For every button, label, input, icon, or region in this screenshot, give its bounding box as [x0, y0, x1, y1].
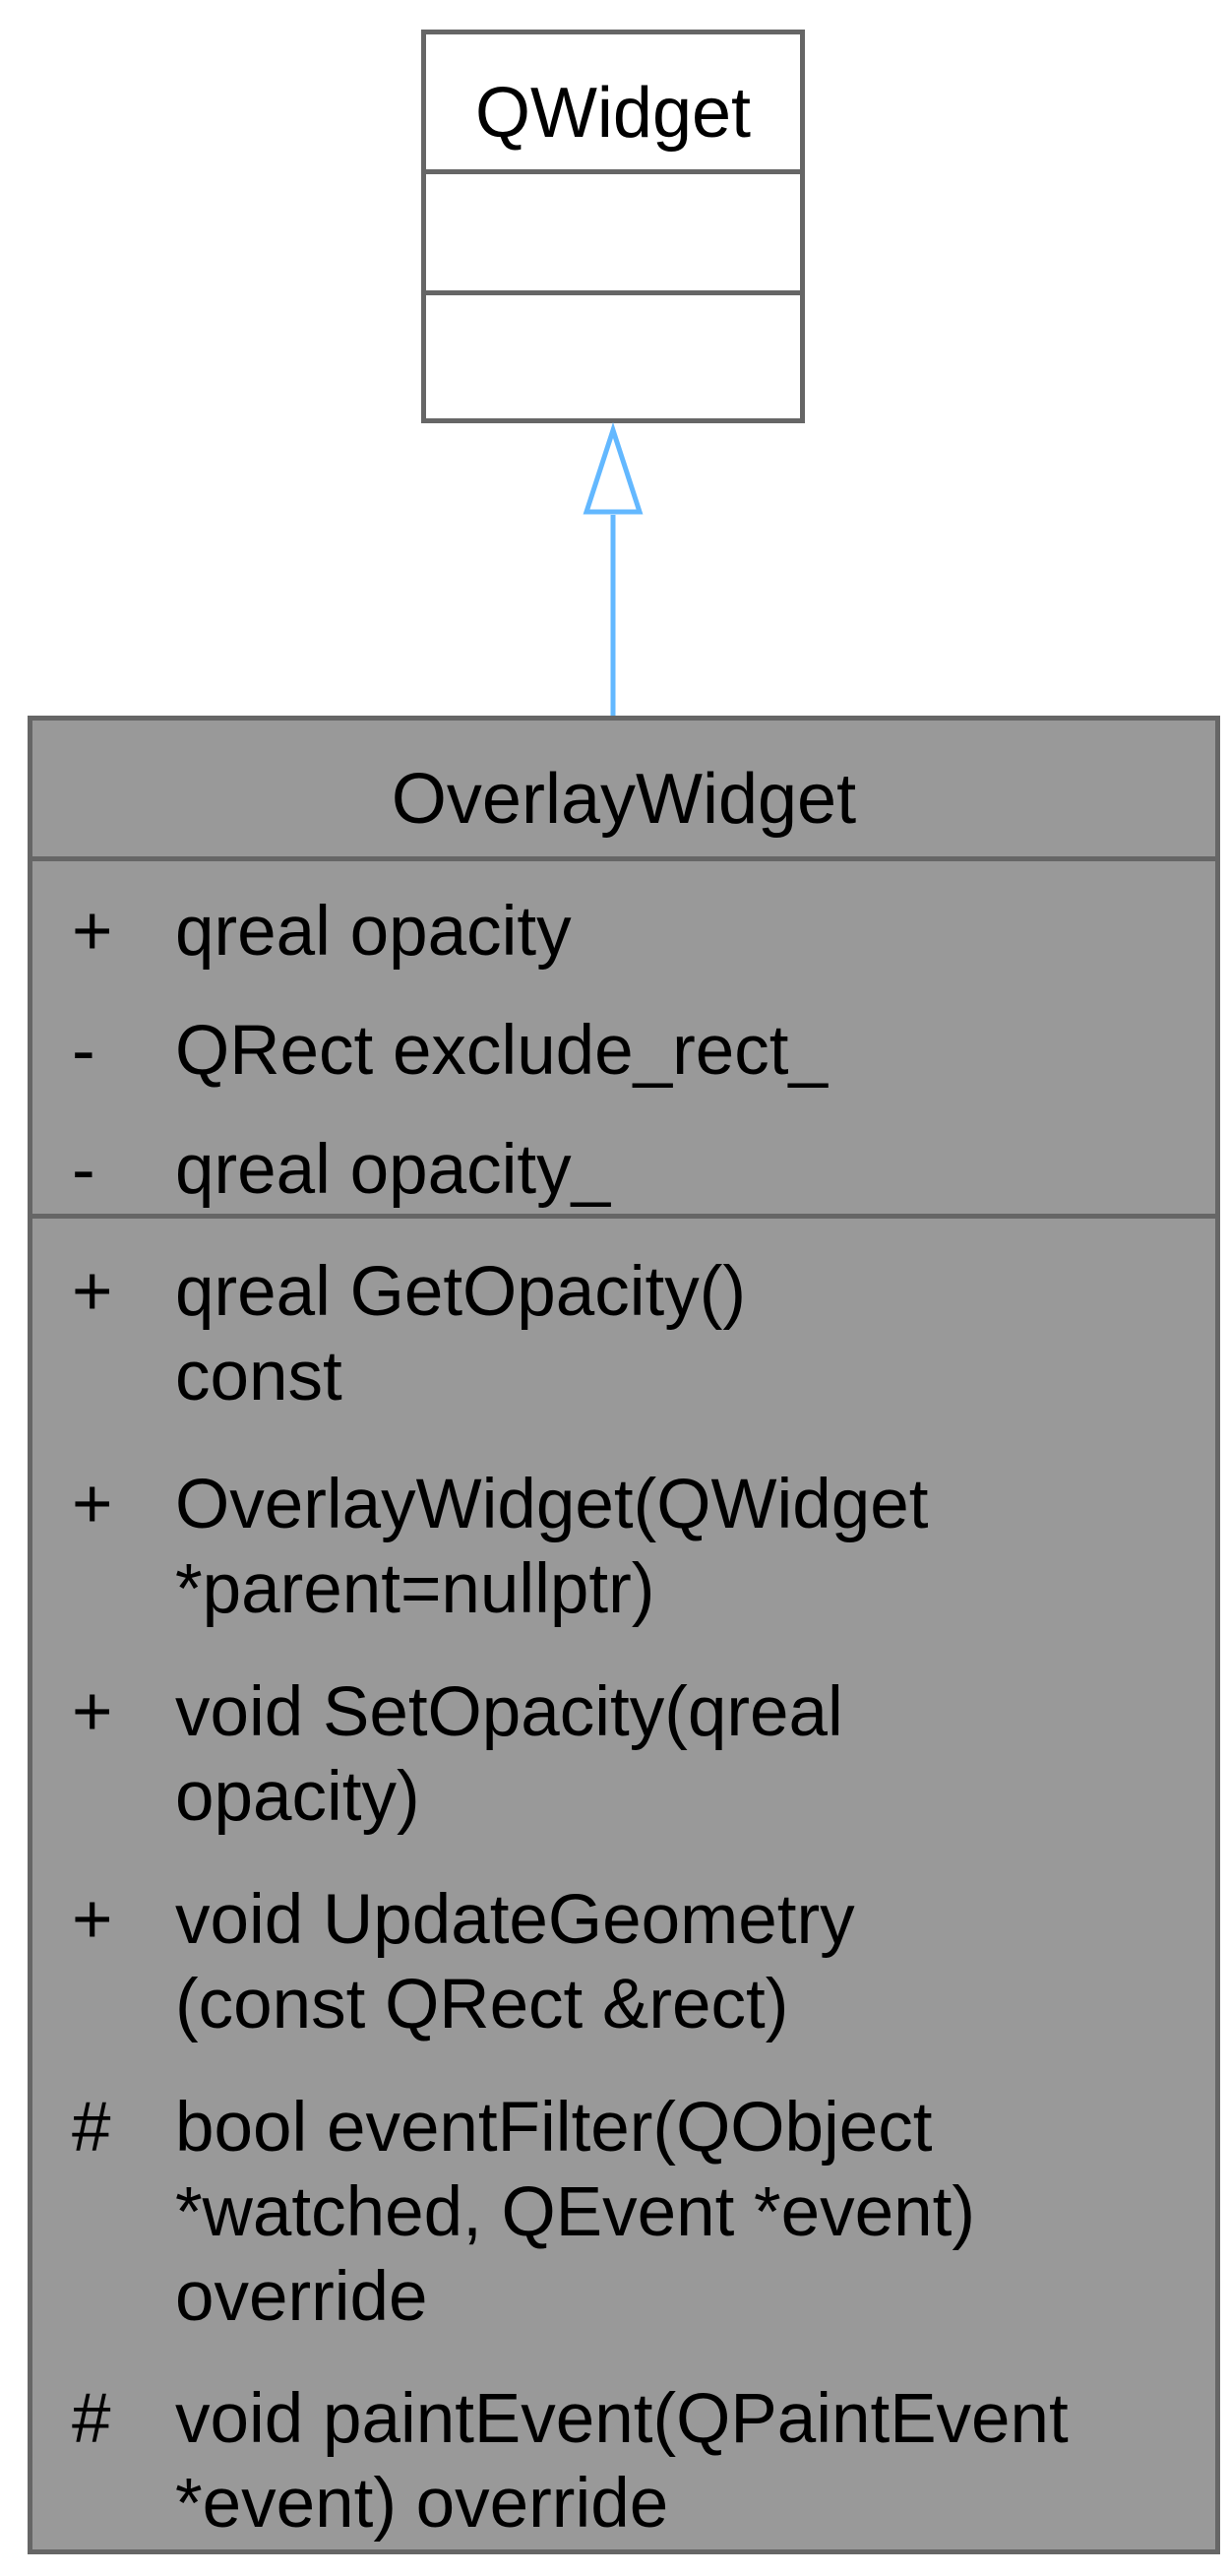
class-box-overlaywidget[interactable]: OverlayWidget + qreal opacity - QRect ex… [28, 716, 1220, 2554]
method-line: (const QRect &rect) [175, 1966, 789, 2043]
attribute-text: qreal opacity_ [175, 1131, 611, 1209]
method-line: const [175, 1338, 342, 1415]
method-line: *parent=nullptr) [175, 1550, 655, 1628]
method-text: bool eventFilter(QObject *watched, QEven… [175, 2086, 1228, 2340]
method-line: OverlayWidget(QWidget [175, 1466, 929, 1543]
visibility-private: - [72, 1012, 95, 1090]
attribute-exclude-rect: - QRect exclude_rect_ [32, 1009, 1215, 1128]
class-attributes-section: + qreal opacity - QRect exclude_rect_ - … [32, 856, 1215, 1214]
visibility-protected: # [72, 2089, 111, 2167]
attribute-text: QRect exclude_rect_ [175, 1012, 828, 1090]
visibility-private: - [72, 1131, 95, 1209]
method-text: void SetOpacity(qreal opacity) [175, 1670, 1228, 1840]
method-text: qreal GetOpacity() const [175, 1250, 1228, 1419]
method-line: qreal GetOpacity() [175, 1253, 747, 1331]
method-event-filter: # bool eventFilter(QObject *watched, QEv… [32, 2086, 1215, 2377]
method-text: OverlayWidget(QWidget *parent=nullptr) [175, 1463, 1228, 1632]
method-update-geometry: + void UpdateGeometry (const QRect &rect… [32, 1878, 1215, 2086]
visibility-public: + [72, 893, 113, 971]
method-list: + qreal GetOpacity() const + OverlayWidg… [32, 1219, 1215, 2546]
method-line: *watched, QEvent *event) [175, 2173, 975, 2251]
class-name-overlaywidget: OverlayWidget [391, 760, 857, 839]
visibility-public: + [72, 1881, 113, 1959]
class-attributes-section [426, 169, 800, 290]
method-set-opacity: + void SetOpacity(qreal opacity) [32, 1670, 1215, 1878]
class-methods-section [426, 290, 800, 418]
attribute-opacity: + qreal opacity [32, 890, 1215, 1009]
method-constructor: + OverlayWidget(QWidget *parent=nullptr) [32, 1463, 1215, 1670]
method-line: *event) override [175, 2465, 669, 2543]
class-box-qwidget[interactable]: QWidget [421, 30, 805, 423]
attribute-text: qreal opacity [175, 893, 572, 971]
method-line: opacity) [175, 1758, 420, 1836]
visibility-public: + [72, 1253, 113, 1331]
class-methods-section: + qreal GetOpacity() const + OverlayWidg… [32, 1214, 1215, 2549]
method-line: void UpdateGeometry [175, 1881, 855, 1959]
method-get-opacity: + qreal GetOpacity() const [32, 1250, 1215, 1463]
method-line: void paintEvent(QPaintEvent [175, 2380, 1069, 2458]
method-text: void UpdateGeometry (const QRect &rect) [175, 1878, 1228, 2047]
method-line: void SetOpacity(qreal [175, 1673, 843, 1751]
method-paint-event: # void paintEvent(QPaintEvent *event) ov… [32, 2377, 1215, 2546]
class-name-qwidget: QWidget [474, 74, 752, 153]
visibility-public: + [72, 1673, 113, 1751]
method-line: bool eventFilter(QObject [175, 2089, 933, 2167]
method-line: override [175, 2258, 428, 2336]
method-text: void paintEvent(QPaintEvent *event) over… [175, 2377, 1228, 2546]
visibility-protected: # [72, 2380, 111, 2458]
attribute-opacity-private: - qreal opacity_ [32, 1128, 1215, 1213]
attribute-list: + qreal opacity - QRect exclude_rect_ - … [32, 861, 1215, 1213]
visibility-public: + [72, 1466, 113, 1543]
